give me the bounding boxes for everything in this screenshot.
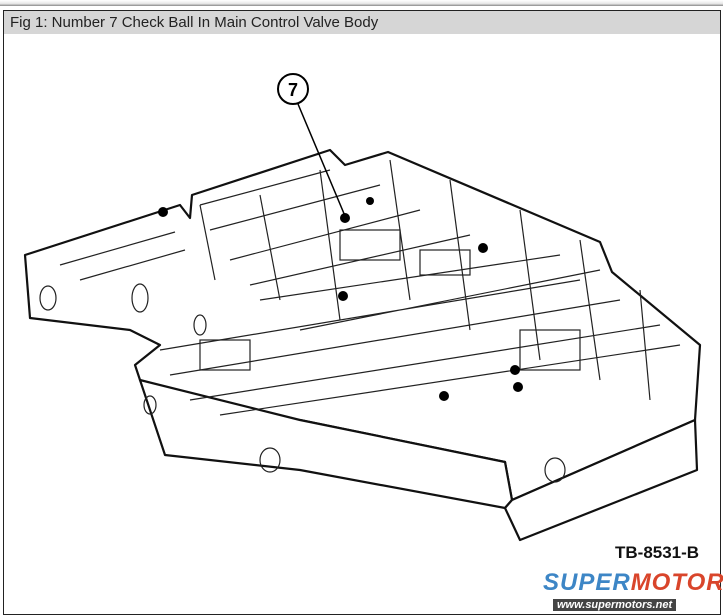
supermotors-watermark: SUPERMOTORS www.supermotors.net <box>543 569 723 611</box>
valve-body-right-face <box>503 418 699 542</box>
figure-caption: Fig 1: Number 7 Check Ball In Main Contr… <box>4 11 720 34</box>
check-ball <box>513 382 523 392</box>
check-balls <box>158 197 523 401</box>
check-ball <box>478 243 488 253</box>
callout-leader <box>297 103 346 217</box>
check-ball <box>158 207 168 217</box>
watermark-name-part2: MOTORS <box>630 569 723 596</box>
check-ball <box>366 197 374 205</box>
check-ball <box>439 391 449 401</box>
callout-label: 7 <box>288 80 298 100</box>
check-ball <box>510 365 520 375</box>
watermark-url: www.supermotors.net <box>553 599 677 611</box>
figure-code: TB-8531-B <box>615 543 700 562</box>
check-ball <box>338 291 348 301</box>
check-ball-7 <box>340 213 350 223</box>
watermark-name-part1: SUPER <box>543 569 631 596</box>
window-top-edge <box>0 0 723 6</box>
callout-circle <box>277 73 309 105</box>
